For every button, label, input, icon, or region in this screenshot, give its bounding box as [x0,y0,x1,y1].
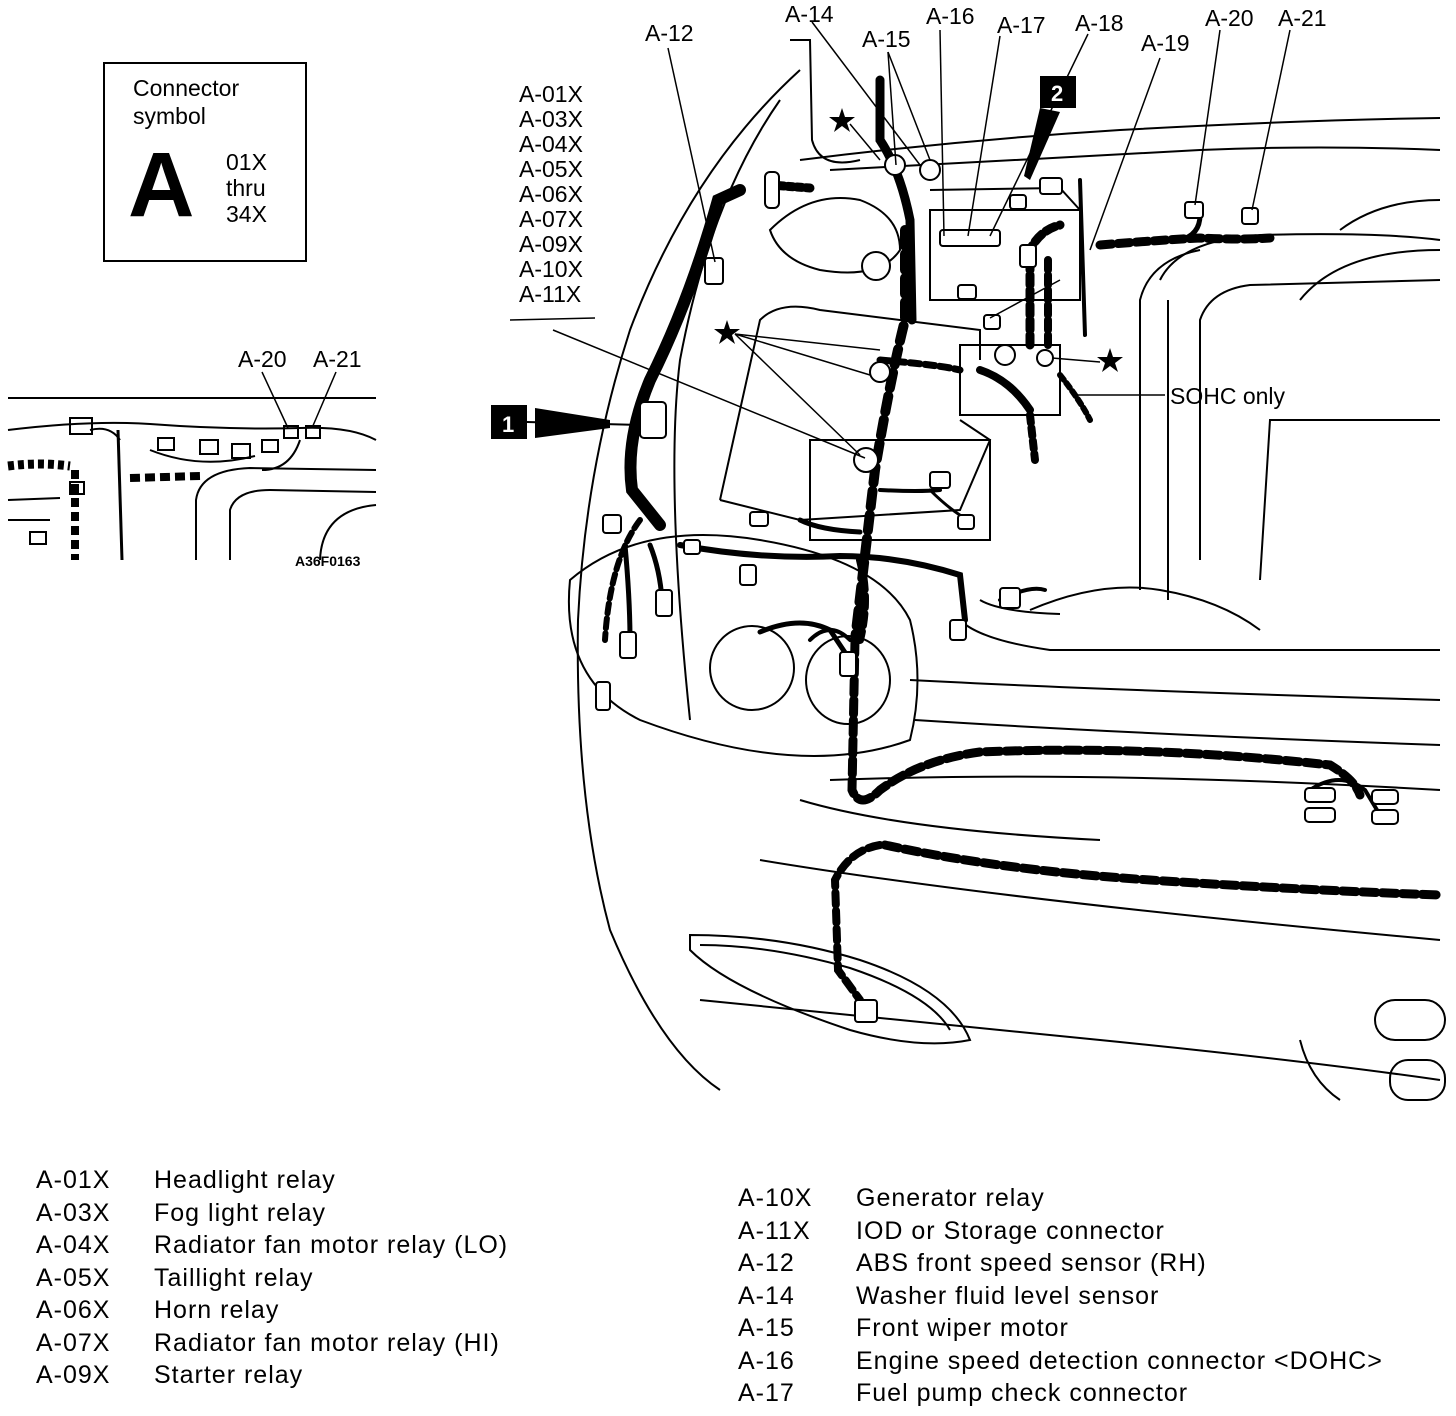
legend-row: A-09X Starter relay [36,1359,508,1392]
star-leader-lines [734,123,1101,456]
legend-row: A-01X Headlight relay [36,1164,508,1197]
callout-relay-a01x: A-01X [519,81,583,107]
connector-title-line2: symbol [133,103,206,129]
callout-a19: A-19 [1141,30,1190,56]
legend-row: A-11X IOD or Storage connector [738,1215,1383,1248]
legend-desc: Starter relay [154,1361,304,1389]
callout-relay-a07x: A-07X [519,206,583,232]
badge-1: 1 [491,405,641,439]
connector-range-line3: 34X [226,201,267,227]
legend-row: A-05X Taillight relay [36,1262,508,1295]
legend-desc: Washer fluid level sensor [856,1281,1160,1310]
callout-a18: A-18 [1075,10,1124,36]
legend-desc: Front wiper motor [856,1314,1069,1342]
callout-a17: A-17 [997,12,1046,38]
inset-label-a20: A-20 [238,346,287,372]
legend-desc: Radiator fan motor relay (LO) [154,1231,509,1259]
legend-row: A-14 Washer fluid level sensor [738,1280,1383,1313]
connector-symbol-box: Connector symbol A 01X thru 34X [103,62,307,262]
legend-row: A-07X Radiator fan motor relay (HI) [36,1327,508,1360]
inset-label-a21: A-21 [313,346,362,372]
legend-code: A-12 [738,1249,795,1277]
legend-desc: Fuel pump check connector [856,1379,1189,1407]
legend-right: A-10X Generator relay A-11X IOD or Storage… [738,1182,1383,1410]
connector-range-line1: 01X [226,149,267,175]
legend-desc: Headlight relay [154,1166,336,1194]
callout-relay-a10x: A-10X [519,256,583,282]
wiring-harness [602,75,1445,1004]
legend-code: A-09X [36,1361,111,1389]
legend-desc: Generator relay [856,1184,1045,1212]
legend-left: A-01X Headlight relay A-03X Fog light rela… [36,1164,508,1392]
legend-code: A-01X [36,1166,111,1194]
callout-a15: A-15 [862,26,911,52]
connectors [595,154,1399,1023]
callout-a14: A-14 [785,1,834,27]
inset-detail [7,371,377,561]
connector-letter: A [128,134,194,236]
legend-code: A-15 [738,1314,795,1342]
legend-row: A-16 Engine speed detection connector <DO… [738,1345,1383,1378]
callout-relay-a09x: A-09X [519,231,583,257]
legend-row: A-10X Generator relay [738,1182,1383,1215]
legend-desc: ABS front speed sensor (RH) [856,1249,1207,1277]
callout-sohc-only: SOHC only [1170,383,1286,409]
callout-relay-a04x: A-04X [519,131,583,157]
legend-code: A-10X [738,1184,813,1212]
leader-lines [509,21,1291,459]
star-icon [829,108,855,132]
legend-row: A-17 Fuel pump check connector [738,1377,1383,1410]
inset-figure-id: A36F0163 [295,553,361,569]
legend-code: A-16 [738,1346,795,1375]
legend-code: A-06X [36,1296,111,1324]
car-body-outline [567,39,1446,1101]
legend-code: A-14 [738,1281,795,1310]
legend-code: A-11X [738,1216,811,1245]
star-icon [1097,348,1123,372]
callout-relay-a03x: A-03X [519,106,583,132]
legend-desc: Radiator fan motor relay (HI) [154,1328,500,1357]
connector-title-line1: Connector [133,75,239,101]
callout-a21: A-21 [1278,5,1327,31]
legend-row: A-15 Front wiper motor [738,1312,1383,1345]
legend-code: A-17 [738,1379,795,1407]
star-icon [714,320,740,344]
callout-a12: A-12 [645,20,694,46]
legend-row: A-12 ABS front speed sensor (RH) [738,1247,1383,1280]
star-markers [714,108,1123,372]
badge-2: 2 [1024,76,1076,180]
legend-desc: Horn relay [154,1296,280,1324]
callout-relay-a06x: A-06X [519,181,583,207]
legend-desc: Fog light relay [154,1198,327,1227]
legend-code: A-03X [36,1198,111,1227]
legend-code: A-04X [36,1231,111,1259]
callout-relay-a05x: A-05X [519,156,583,182]
connector-range-line2: thru [226,175,266,201]
legend-desc: Engine speed detection connector <DOHC> [856,1346,1383,1375]
badge-1-label: 1 [502,412,514,437]
legend-desc: IOD or Storage connector [856,1216,1165,1245]
badge-2-label: 2 [1051,81,1063,106]
legend-row: A-04X Radiator fan motor relay (LO) [36,1229,508,1262]
legend-code: A-05X [36,1263,111,1292]
legend-row: A-03X Fog light relay [36,1197,508,1230]
legend-desc: Taillight relay [154,1263,314,1292]
callout-relay-a11x: A-11X [519,281,581,307]
legend-row: A-06X Horn relay [36,1294,508,1327]
callout-a16: A-16 [926,3,975,29]
legend-code: A-07X [36,1328,111,1357]
callout-a20: A-20 [1205,5,1254,31]
